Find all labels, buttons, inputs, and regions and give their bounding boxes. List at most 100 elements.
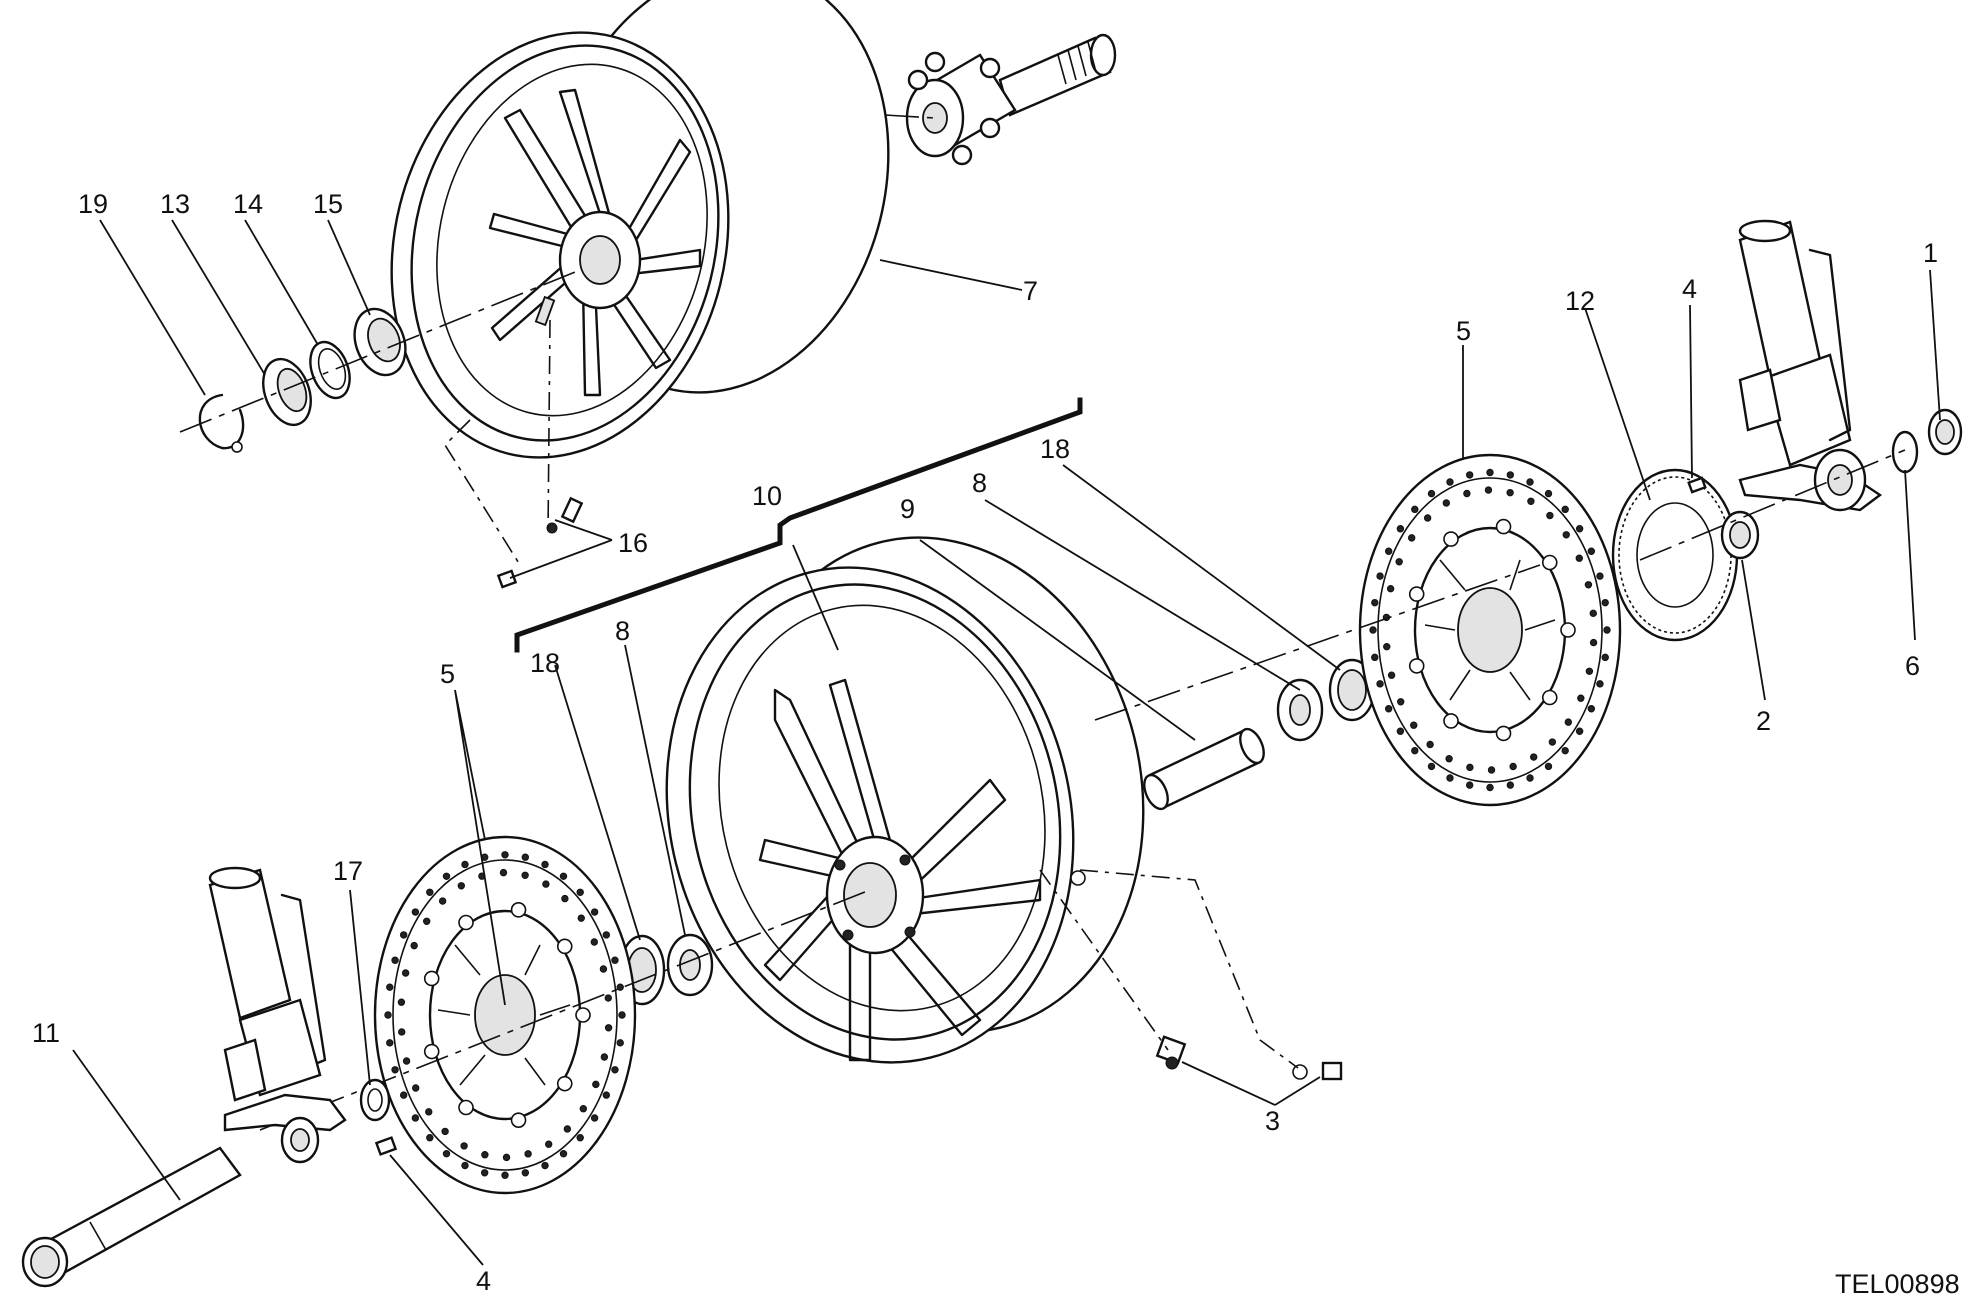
- disc-rivet: [458, 914, 474, 931]
- disc-drill-hole: [1544, 762, 1553, 771]
- front-right-axle-parts: [1720, 408, 1963, 560]
- callout-13: 13: [160, 189, 190, 219]
- disc-drill-hole: [1575, 727, 1584, 735]
- disc-drill-hole: [579, 1105, 588, 1113]
- callout-18-upper: 18: [1040, 434, 1070, 464]
- disc-rivet: [1495, 725, 1512, 742]
- disc-drill-hole: [411, 1114, 420, 1122]
- disc-drill-hole: [1589, 638, 1598, 647]
- disc-drill-hole: [1383, 642, 1391, 651]
- disc-drill-hole: [1486, 468, 1494, 477]
- disc-rivet: [510, 1112, 527, 1128]
- disc-drill-hole: [1427, 489, 1436, 498]
- callout-5-lower: 5: [440, 659, 455, 689]
- leader-lines: [72, 219, 1941, 1266]
- callout-11: 11: [32, 1018, 60, 1048]
- disc-drill-hole: [1529, 753, 1538, 761]
- disc-drill-hole: [1445, 755, 1453, 763]
- disc-drill-hole: [602, 1091, 611, 1099]
- figure-code: TEL00898: [1835, 1269, 1960, 1299]
- disc-drill-hole: [1466, 763, 1474, 772]
- disc-drill-hole: [1384, 705, 1393, 713]
- front-valve-3: [1155, 1035, 1343, 1081]
- disc-drill-hole: [1446, 478, 1454, 486]
- disc-drill-hole: [1465, 471, 1474, 479]
- callout-17: 17: [333, 856, 363, 886]
- disc-drill-hole: [1596, 572, 1604, 580]
- disc-drill-hole: [1442, 499, 1451, 507]
- disc-drill-hole: [563, 1125, 572, 1133]
- disc-rivet: [1560, 622, 1576, 638]
- disc-drill-hole: [402, 1057, 411, 1065]
- disc-rivet: [423, 1043, 440, 1060]
- disc-drill-hole: [524, 1150, 532, 1158]
- disc-drill-hole: [398, 1028, 406, 1036]
- disc-drill-hole: [616, 983, 624, 991]
- screw-4-right: [1687, 476, 1707, 494]
- disc-drill-hole: [391, 956, 399, 964]
- disc-drill-hole: [397, 998, 406, 1006]
- disc-drill-hole: [521, 853, 530, 861]
- circlip-19: [198, 393, 245, 450]
- callout-4-lower: 4: [476, 1266, 491, 1296]
- disc-drill-hole: [1548, 738, 1557, 746]
- disc-drill-hole: [384, 1011, 392, 1019]
- disc-rivet: [1408, 586, 1425, 602]
- group-bracket-10: [514, 397, 1083, 653]
- disc-drill-hole: [411, 908, 420, 916]
- front-wheel: [665, 536, 1145, 1064]
- disc-drill-hole: [616, 1039, 624, 1047]
- disc-drill-hole: [1387, 671, 1396, 679]
- disc-drill-hole: [1371, 653, 1379, 662]
- disc-rivet: [575, 1007, 591, 1023]
- disc-drill-hole: [592, 1080, 600, 1089]
- disc-drill-hole: [618, 1011, 626, 1019]
- disc-drill-hole: [600, 1053, 609, 1061]
- disc-drill-hole: [576, 1134, 584, 1142]
- front-axle-11: [21, 1146, 242, 1288]
- disc-drill-hole: [1601, 598, 1609, 607]
- disc-drill-hole: [391, 1066, 399, 1074]
- disc-drill-hole: [1587, 705, 1596, 713]
- disc-drill-hole: [1596, 680, 1604, 688]
- disc-drill-hole: [541, 1161, 549, 1170]
- disc-drill-hole: [442, 872, 451, 880]
- callout-2: 2: [1756, 706, 1771, 736]
- disc-drill-hole: [604, 1024, 613, 1032]
- disc-drill-hole: [1585, 667, 1594, 675]
- rear-small-parts: [198, 307, 407, 453]
- disc-drill-hole: [481, 1151, 489, 1159]
- disc-drill-hole: [1587, 547, 1596, 555]
- disc-drill-hole: [1562, 531, 1570, 539]
- disc-drill-hole: [602, 931, 611, 939]
- front-fork-left: [208, 866, 347, 1164]
- callout-16: 16: [618, 528, 648, 558]
- disc-rivet: [1541, 554, 1558, 571]
- disc-rivet: [510, 902, 527, 918]
- rear-valve-16: [496, 496, 584, 589]
- disc-drill-hole: [461, 1161, 469, 1170]
- disc-drill-hole: [1577, 694, 1585, 702]
- disc-drill-hole: [1384, 547, 1393, 555]
- disc-drill-hole: [442, 1150, 451, 1158]
- disc-drill-hole: [1601, 653, 1609, 662]
- disc-drill-hole: [501, 851, 509, 859]
- disc-drill-hole: [1575, 525, 1584, 533]
- callout-5-upper: 5: [1456, 316, 1471, 346]
- disc-drill-hole: [399, 931, 408, 939]
- disc-drill-hole: [611, 1066, 619, 1074]
- callout-1: 1: [1923, 238, 1938, 268]
- disc-drill-hole: [1371, 598, 1379, 607]
- disc-drill-hole: [426, 888, 434, 896]
- disc-drill-hole: [1397, 698, 1405, 706]
- disc-rivet: [1443, 713, 1459, 729]
- disc-drill-hole: [1526, 774, 1534, 782]
- rear-wheel: [390, 0, 890, 459]
- callout-12: 12: [1565, 286, 1595, 316]
- disc-drill-hole: [499, 868, 508, 877]
- disc-rivet: [556, 938, 573, 955]
- disc-drill-hole: [425, 1108, 433, 1116]
- disc-drill-hole: [1369, 626, 1377, 634]
- callout-8-upper: 8: [972, 468, 987, 498]
- disc-drill-hole: [590, 938, 598, 946]
